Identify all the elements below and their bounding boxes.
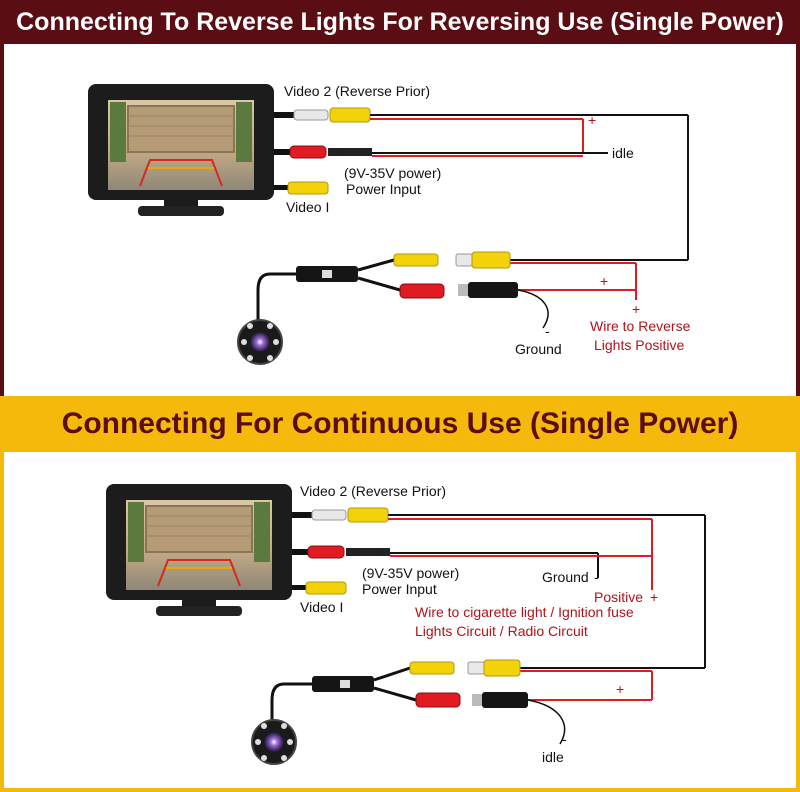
bottom-wires bbox=[388, 514, 706, 745]
monitor-icon bbox=[88, 84, 274, 216]
bottom-section-frame bbox=[0, 452, 800, 792]
minus-sign: - bbox=[545, 323, 550, 339]
bottom-diagram: Video 2 (Reverse Prior) (9V-35V power) P… bbox=[106, 483, 706, 765]
rca-plug-icon bbox=[409, 659, 521, 677]
top-section-title: Connecting To Reverse Lights For Reversi… bbox=[0, 0, 800, 44]
monitor-cables bbox=[274, 107, 372, 195]
idle-label: idle bbox=[612, 145, 634, 161]
top-diagram: Video 2 (Reverse Prior) idle (9V-35V pow… bbox=[88, 83, 691, 365]
power-label-line1: (9V-35V power) bbox=[344, 165, 441, 181]
plus-sign-upper: + bbox=[588, 112, 596, 128]
minus-sign-lower: - bbox=[562, 731, 567, 747]
wire-label-line2: Lights Positive bbox=[594, 337, 684, 353]
ground-label: Ground bbox=[542, 569, 589, 585]
video2-label: Video 2 (Reverse Prior) bbox=[300, 483, 446, 499]
idle-label: idle bbox=[542, 749, 564, 765]
video2-label: Video 2 (Reverse Prior) bbox=[284, 83, 430, 99]
top-wires bbox=[370, 114, 689, 329]
rca-plug-icon bbox=[393, 251, 511, 269]
minus-sign: - bbox=[594, 569, 599, 585]
backup-camera-icon bbox=[237, 258, 401, 365]
monitor-icon bbox=[106, 484, 292, 616]
wire-label-line1: Wire to Reverse bbox=[590, 318, 691, 334]
ground-label: Ground bbox=[515, 341, 562, 357]
video1-label: Video I bbox=[286, 199, 329, 215]
wire-label-line2: Lights Circuit / Radio Circuit bbox=[415, 623, 588, 639]
plus-sign-wire: + bbox=[632, 301, 640, 317]
dc-plug-icon bbox=[415, 692, 528, 708]
plus-sign-positive: + bbox=[650, 589, 658, 605]
plus-sign-lower: + bbox=[600, 273, 608, 289]
dc-plug-icon bbox=[399, 282, 518, 299]
plus-sign-lower: + bbox=[616, 681, 624, 697]
video1-label: Video I bbox=[300, 599, 343, 615]
power-label-line1: (9V-35V power) bbox=[362, 565, 459, 581]
positive-label: Positive bbox=[594, 589, 643, 605]
monitor-cables bbox=[292, 507, 390, 595]
power-label-line2: Power Input bbox=[362, 581, 437, 597]
bottom-section-title: Connecting For Continuous Use (Single Po… bbox=[0, 396, 800, 452]
power-label-line2: Power Input bbox=[346, 181, 421, 197]
wire-label-line1: Wire to cigarette light / Ignition fuse bbox=[415, 604, 634, 620]
backup-camera-icon bbox=[251, 666, 417, 765]
